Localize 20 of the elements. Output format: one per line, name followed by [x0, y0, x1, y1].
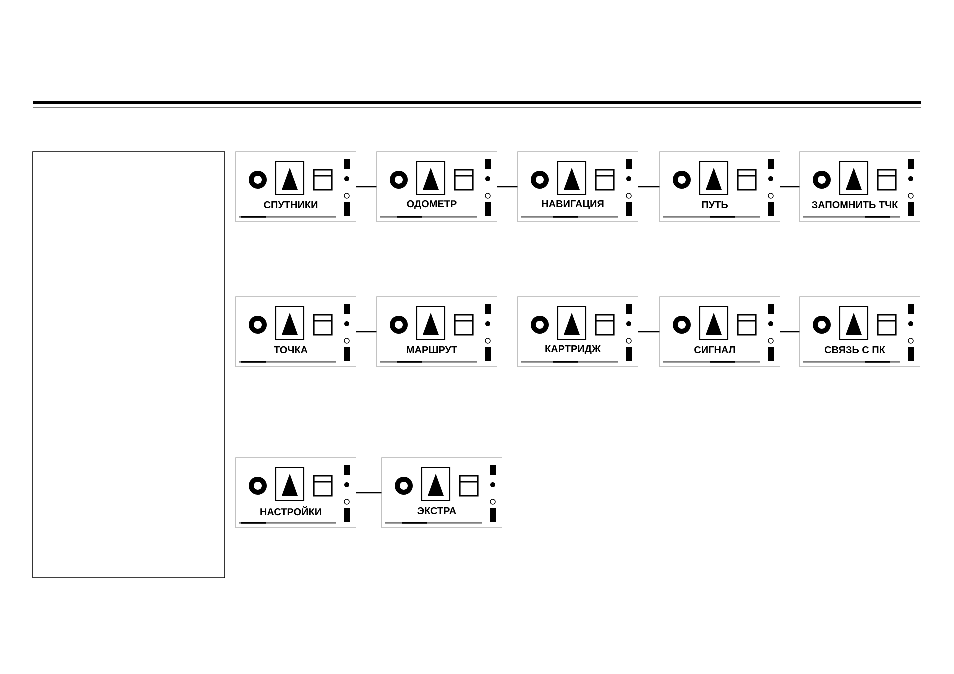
- screen: ОДОМЕТР: [376, 152, 498, 222]
- screen: ТОЧКА: [236, 296, 356, 368]
- screen: КАРТРИДЖ: [518, 296, 638, 368]
- screen: СВЯЗЬ С ПК: [800, 296, 920, 368]
- connector-line: [638, 186, 660, 188]
- screen: ПУТЬ: [660, 152, 780, 222]
- screen: ЭКСТРА: [382, 458, 502, 528]
- screen: СИГНАЛ: [660, 296, 780, 368]
- connector-line: [356, 331, 377, 333]
- connector-line: [356, 186, 377, 188]
- connector-line: [780, 186, 800, 188]
- connector-line: [780, 331, 800, 333]
- screen: НАСТРОЙКИ: [236, 458, 356, 528]
- screen: ЗАПОМНИТЬ ТЧК: [800, 152, 920, 222]
- screen: МАРШРУТ: [376, 296, 498, 368]
- connector-line: [638, 331, 660, 333]
- connector-line: [356, 492, 382, 494]
- screen: СПУТНИКИ: [236, 152, 356, 222]
- connector-line: [497, 186, 518, 188]
- screen: НАВИГАЦИЯ: [518, 152, 638, 222]
